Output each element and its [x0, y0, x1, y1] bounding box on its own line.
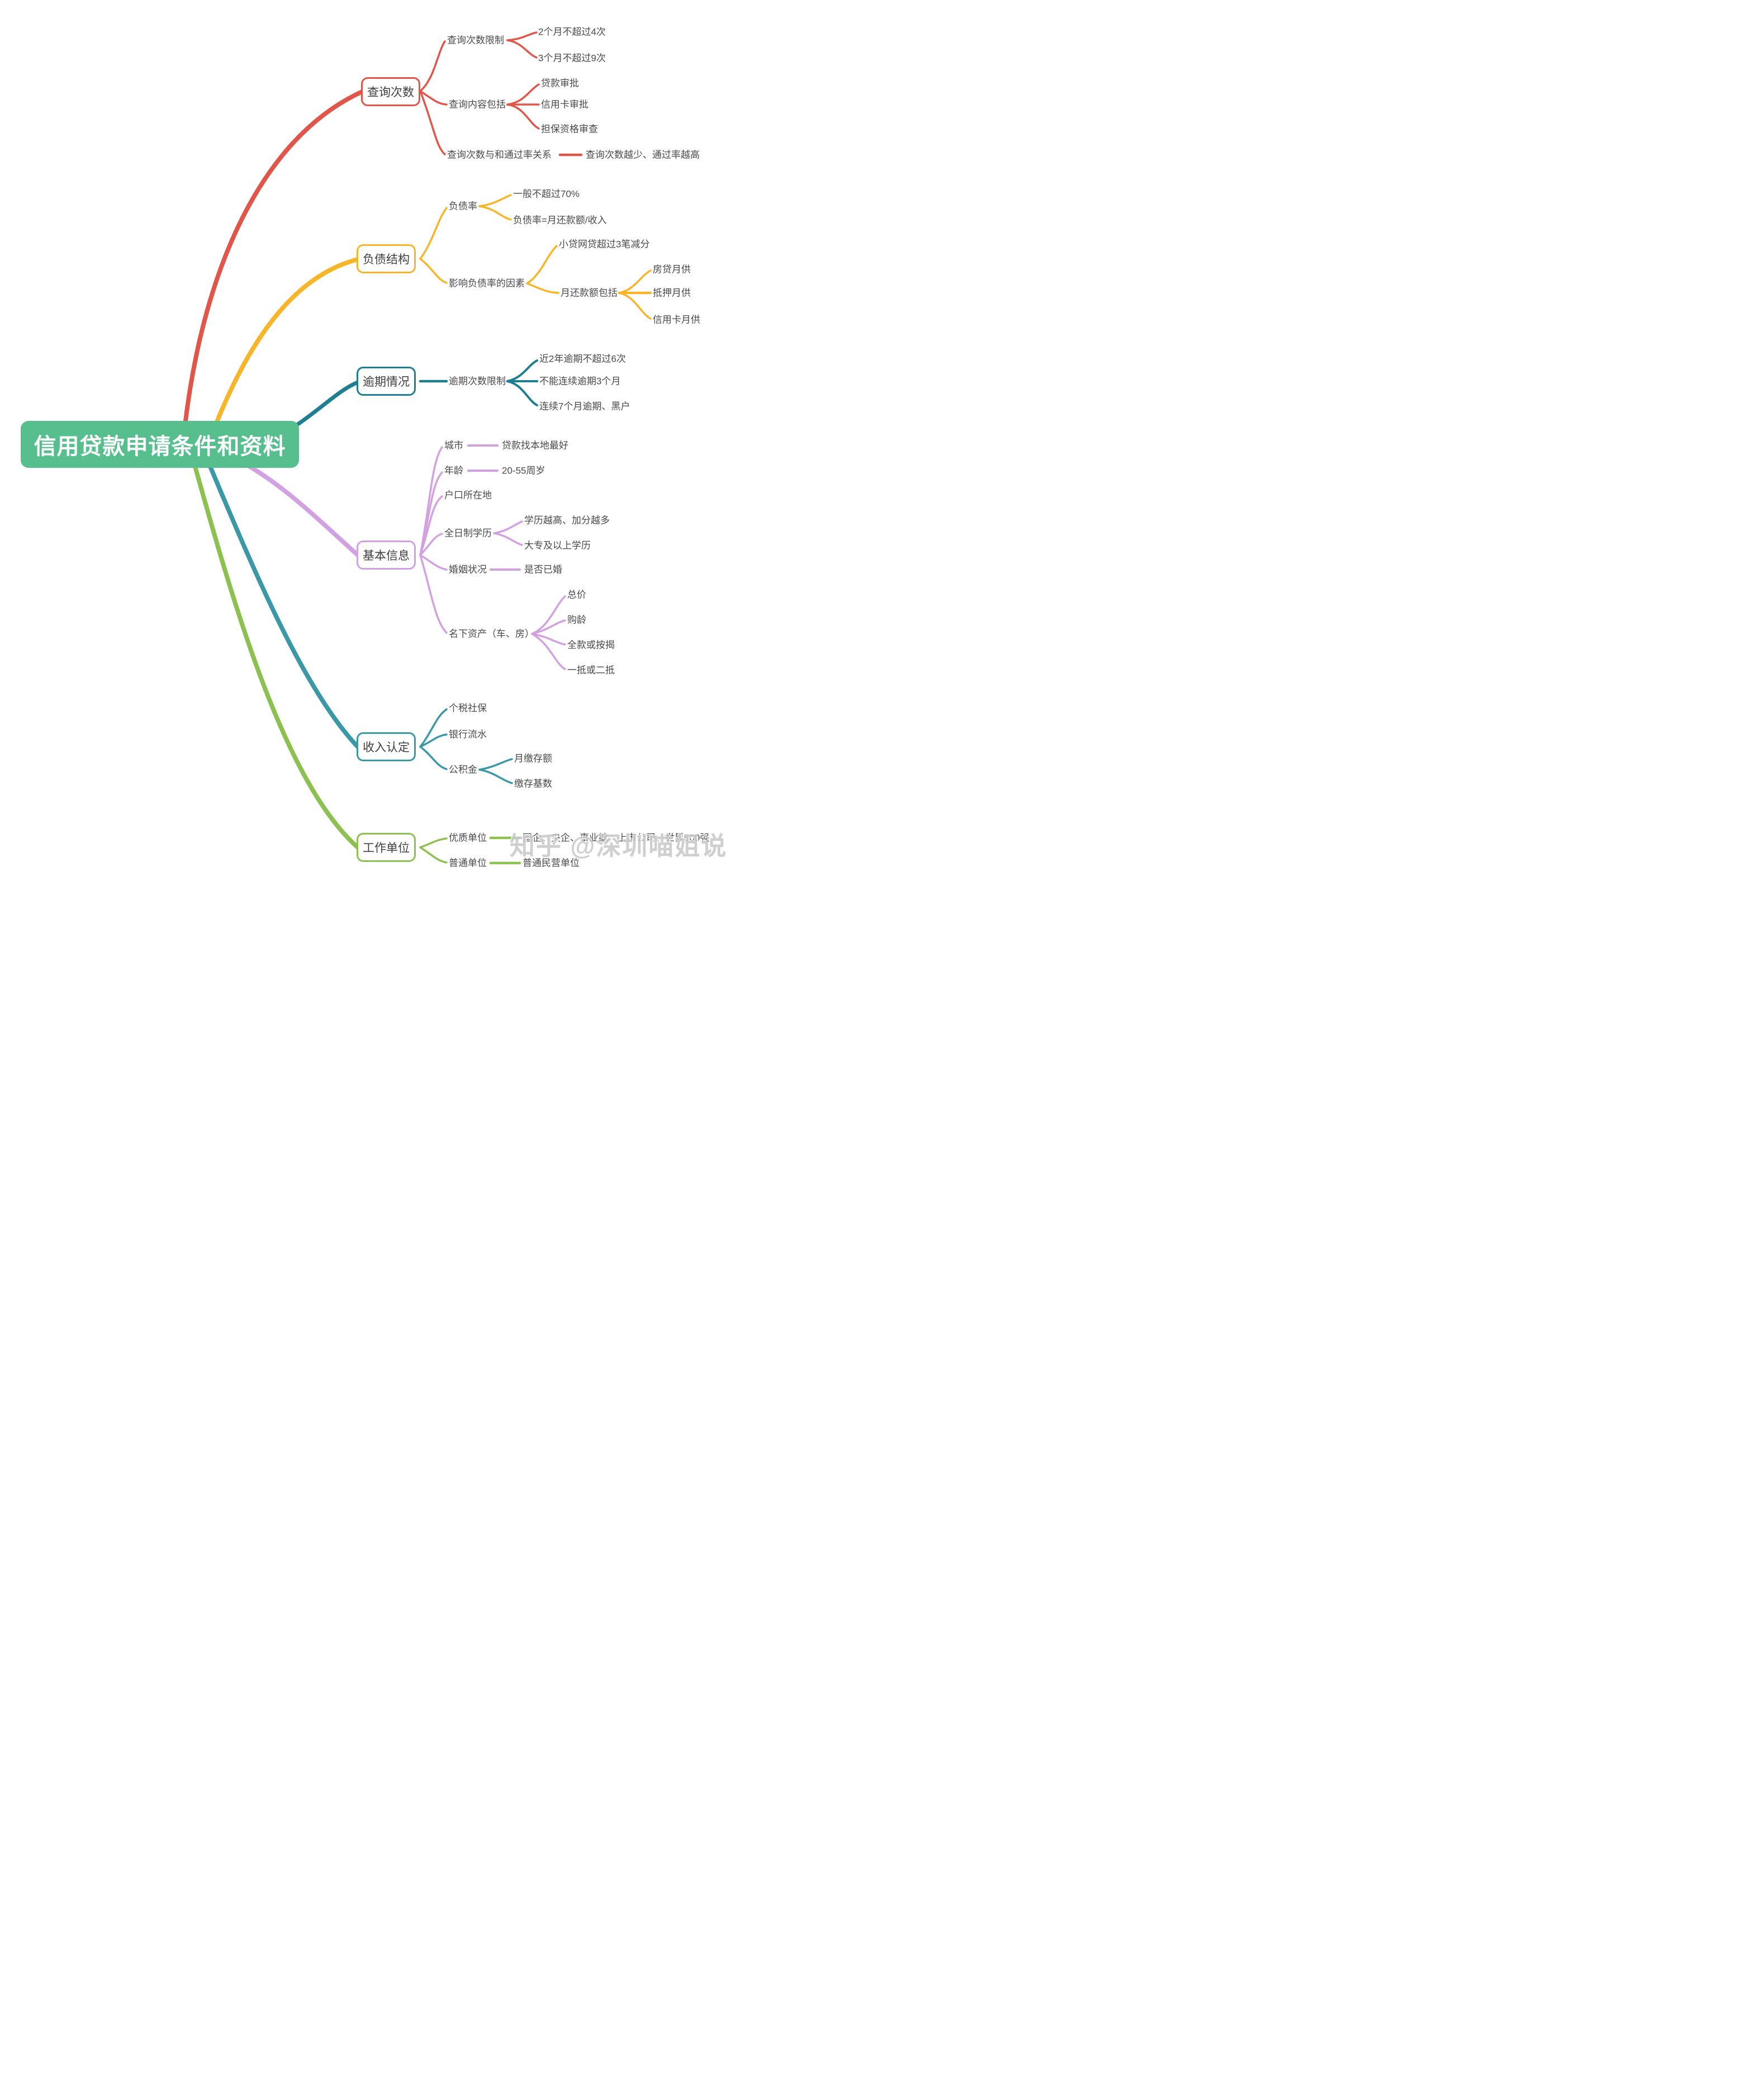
label-education-bonus: 学历越高、加分越多: [524, 515, 610, 526]
label-overdue-6times: 近2年逾期不超过6次: [539, 353, 626, 364]
label-overdue-limit: 逾期次数限制: [449, 376, 506, 387]
topic-work-unit: 工作单位: [357, 833, 416, 862]
label-query-pass-detail: 查询次数越少、通过率越高: [586, 149, 700, 160]
label-tax-social: 个税社保: [449, 703, 487, 714]
label-education-college: 大专及以上学历: [524, 540, 591, 551]
label-quality-employer: 优质单位: [449, 832, 487, 843]
connector-lines: [182, 31, 652, 865]
label-query-limit: 查询次数限制: [447, 35, 504, 46]
label-married-or-not: 是否已婚: [524, 564, 562, 575]
topic-basic-info: 基本信息: [357, 541, 416, 570]
label-small-loans-penalty: 小贷网贷超过3笔减分: [559, 239, 650, 250]
label-age-range: 20-55周岁: [502, 465, 545, 476]
label-monthly-payment: 月还款额包括: [561, 287, 618, 298]
label-fulltime-education: 全日制学历: [444, 528, 492, 539]
label-assets: 名下资产（车、房）: [449, 628, 534, 639]
label-quality-employer-list: 国企、央企、事业编、上市公司、世界500强: [523, 832, 710, 843]
label-debt-ratio-70: 一般不超过70%: [513, 188, 580, 200]
label-query-pass-relation: 查询次数与和通过率关系: [447, 149, 552, 160]
label-guarantee-review: 担保资格审查: [541, 124, 598, 135]
label-bank-statement: 银行流水: [449, 729, 487, 740]
label-housing-fund: 公积金: [449, 764, 477, 775]
label-debt-ratio: 负债率: [449, 201, 477, 212]
label-marital-status: 婚姻状况: [449, 564, 487, 575]
label-overdue-blacklist: 连续7个月逾期、黑户: [539, 401, 630, 412]
zhihu-watermark: 知乎 @深圳喵姐说贷: [510, 832, 727, 860]
topic-query-count: 查询次数: [361, 77, 420, 106]
label-mortgage-payment: 房贷月供: [653, 264, 691, 275]
root-topic: 信用贷款申请条件和资料: [21, 421, 299, 468]
label-asset-full-or-loan: 全款或按揭: [567, 639, 615, 651]
label-city-local: 贷款找本地最好: [502, 440, 568, 451]
label-deposit-base: 缴存基数: [514, 778, 552, 789]
label-overdue-3months: 不能连续逾期3个月: [539, 376, 621, 387]
label-ordinary-employer-type: 普通民营单位: [523, 857, 580, 869]
topic-debt-structure: 负债结构: [357, 244, 416, 273]
label-query-content: 查询内容包括: [449, 99, 506, 110]
label-age: 年龄: [444, 465, 463, 476]
label-debt-ratio-formula: 负债率=月还款额/收入: [513, 215, 607, 226]
mindmap-canvas: 信用贷款申请条件和资料 查询次数 负债结构 逾期情况 基本信息 收入认定 工作单…: [0, 0, 727, 871]
label-city: 城市: [444, 440, 463, 451]
label-query-limit-2m: 2个月不超过4次: [538, 26, 606, 37]
label-ordinary-employer: 普通单位: [449, 857, 487, 869]
label-creditcard-approval: 信用卡审批: [541, 99, 588, 110]
topic-overdue: 逾期情况: [357, 367, 416, 396]
label-loan-approval: 贷款审批: [541, 78, 579, 89]
label-pledge-payment: 抵押月供: [653, 287, 691, 298]
label-asset-total-price: 总价: [567, 589, 586, 600]
label-asset-mortgage-rank: 一抵或二抵: [567, 665, 615, 676]
label-monthly-deposit: 月缴存额: [514, 753, 552, 764]
label-creditcard-payment: 信用卡月供: [653, 314, 700, 325]
label-household-registry: 户口所在地: [444, 490, 492, 501]
label-query-limit-3m: 3个月不超过9次: [538, 53, 606, 64]
label-asset-age: 购龄: [567, 614, 586, 625]
topic-income: 收入认定: [357, 732, 416, 761]
label-debt-factors: 影响负债率的因素: [449, 278, 525, 289]
